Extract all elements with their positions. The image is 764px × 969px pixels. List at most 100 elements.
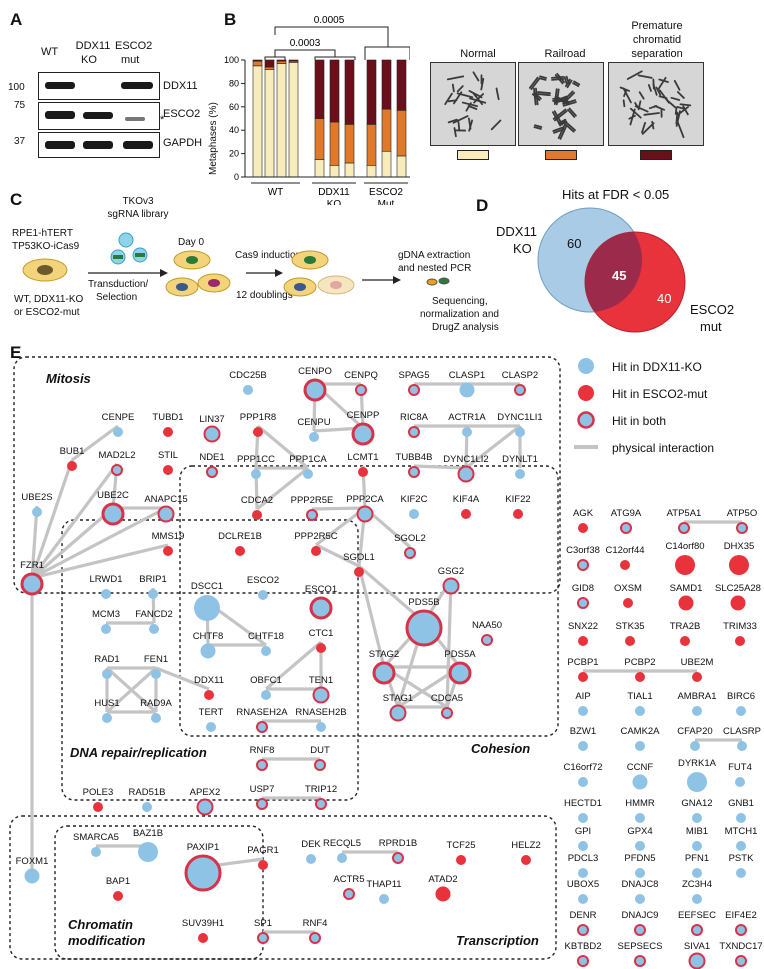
gene-label-eif4e2: EIF4E2 [725, 910, 757, 921]
gene-node-rad51b [142, 802, 152, 812]
gene-label-aip: AIP [575, 691, 590, 702]
gene-label-gnb1: GNB1 [728, 798, 754, 809]
gene-label-mcm3: MCM3 [92, 609, 120, 620]
chromosome-mark [619, 86, 631, 92]
transcription-group-box [9, 815, 557, 960]
interaction-edge [315, 543, 360, 568]
gene-node-rprd1b [392, 852, 404, 864]
gene-node-spag5 [408, 384, 420, 396]
gene-label-suv39h1: SUV39H1 [182, 918, 224, 929]
gene-node-pstk [736, 868, 746, 878]
lane-label-esco2: ESCO2 [115, 40, 153, 52]
chromosome-mark [554, 97, 569, 105]
chromosome-mark [480, 77, 485, 91]
gene-label-rad51b: RAD51B [129, 787, 166, 798]
gene-label-trip12: TRIP12 [305, 784, 337, 795]
gene-label-chtf8: CHTF8 [193, 631, 224, 642]
gene-node-c12orf44 [620, 560, 630, 570]
gene-label-pds5b: PDS5B [408, 597, 439, 608]
gene-label-lcmt1: LCMT1 [347, 452, 378, 463]
gene-label-pds5a: PDS5A [444, 649, 476, 660]
gene-label-gpi: GPI [575, 826, 591, 837]
gene-node-pagr1 [258, 860, 268, 870]
chromosome-mark [568, 107, 577, 117]
sig-bracket-top [274, 26, 389, 47]
group-label-dna: DNA repair/replication [70, 745, 207, 760]
gene-label-usp7: USP7 [250, 784, 275, 795]
gene-node-bub1 [67, 461, 77, 471]
bar-segment [276, 59, 287, 62]
gene-node-lcmt1 [358, 467, 368, 477]
gene-label-stil: STIL [158, 450, 178, 461]
interaction-edge [413, 464, 467, 470]
chromosome-mark [563, 76, 568, 85]
chromosome-mark [566, 79, 573, 89]
band-label-ddx11: DDX11 [163, 80, 198, 92]
gene-node-rnf8 [256, 759, 268, 771]
gene-node-dut [314, 759, 326, 771]
chromosome-mark [670, 96, 681, 101]
gene-label-baz1b: BAZ1B [133, 828, 163, 839]
cell-line-label-2: TP53KO-iCas9 [12, 241, 80, 252]
gene-label-trim33: TRIM33 [723, 621, 757, 632]
gene-node-gsg2 [442, 577, 460, 595]
gdna-label-1: gDNA extraction [398, 250, 471, 261]
gene-label-actr5: ACTR5 [333, 874, 364, 885]
interaction-edge [31, 506, 167, 580]
gene-label-lin37: LIN37 [199, 414, 224, 425]
gene-node-bap1 [113, 891, 123, 901]
band-label-gapdh: GAPDH [163, 137, 203, 149]
interaction-edge [105, 666, 158, 714]
gene-node-cfap20 [690, 741, 700, 751]
chromosome-mark [638, 91, 645, 100]
gene-node-fut4 [735, 777, 745, 787]
gene-label-stag1: STAG1 [383, 693, 413, 704]
gene-node-pcbp1 [578, 672, 588, 682]
gene-node-ric8a [408, 426, 420, 438]
gene-label-clasp2: CLASP2 [502, 370, 538, 381]
legend-both-node [577, 411, 595, 429]
gene-node-rnf4 [309, 932, 321, 944]
expanded-cells-icon [283, 250, 355, 297]
gene-label-rprd1b: RPRD1B [379, 838, 418, 849]
interaction-edge [445, 579, 453, 708]
interaction-edge [465, 424, 521, 470]
gene-label-stk35: STK35 [615, 621, 644, 632]
gene-node-ube2s [32, 507, 42, 517]
gene-label-ctc1: CTC1 [309, 628, 334, 639]
chromosome-mark [533, 126, 542, 130]
group-label: Mut [378, 199, 395, 205]
bar-segment [288, 59, 299, 62]
image-label-normal: Normal [460, 48, 496, 60]
gene-node-gpx4 [635, 841, 645, 851]
gene-label-brip1: BRIP1 [139, 574, 166, 585]
band-label-esco2: ESCO2 [163, 108, 201, 120]
gene-node-atad2 [435, 886, 451, 902]
chromosome-mark [468, 119, 473, 132]
gene-label-pcbp2: PCBP2 [624, 657, 655, 668]
gene-node-pdcl3 [578, 868, 588, 878]
bar-segment [366, 59, 377, 125]
bar-segment [344, 59, 355, 125]
gene-label-tial1: TIAL1 [627, 691, 652, 702]
chromosome-mark [657, 76, 667, 90]
gene-label-pstk: PSTK [729, 853, 754, 864]
gene-label-atp5o: ATP5O [727, 508, 757, 519]
gene-label-sp1: SP1 [254, 918, 272, 929]
legend-label-interaction: physical interaction [612, 441, 715, 455]
gene-label-c12orf44: C12orf44 [605, 545, 644, 556]
interaction-edge [357, 564, 426, 624]
interaction-edge [264, 640, 323, 691]
gene-node-sgol2 [404, 547, 416, 559]
gene-label-pfdn5: PFDN5 [624, 853, 655, 864]
gene-label-cenpu: CENPU [297, 417, 330, 428]
gene-node-sepsecs [634, 955, 646, 967]
chromosome-mark [626, 70, 643, 80]
chromosome-mark [629, 107, 642, 119]
gene-label-gna12: GNA12 [681, 798, 712, 809]
chromosome-mark [623, 88, 628, 97]
gene-node-pfn1 [692, 868, 702, 878]
chromosome-mark [634, 105, 649, 113]
chromatin-group-box [54, 825, 264, 960]
chromosome-mark [562, 121, 575, 133]
